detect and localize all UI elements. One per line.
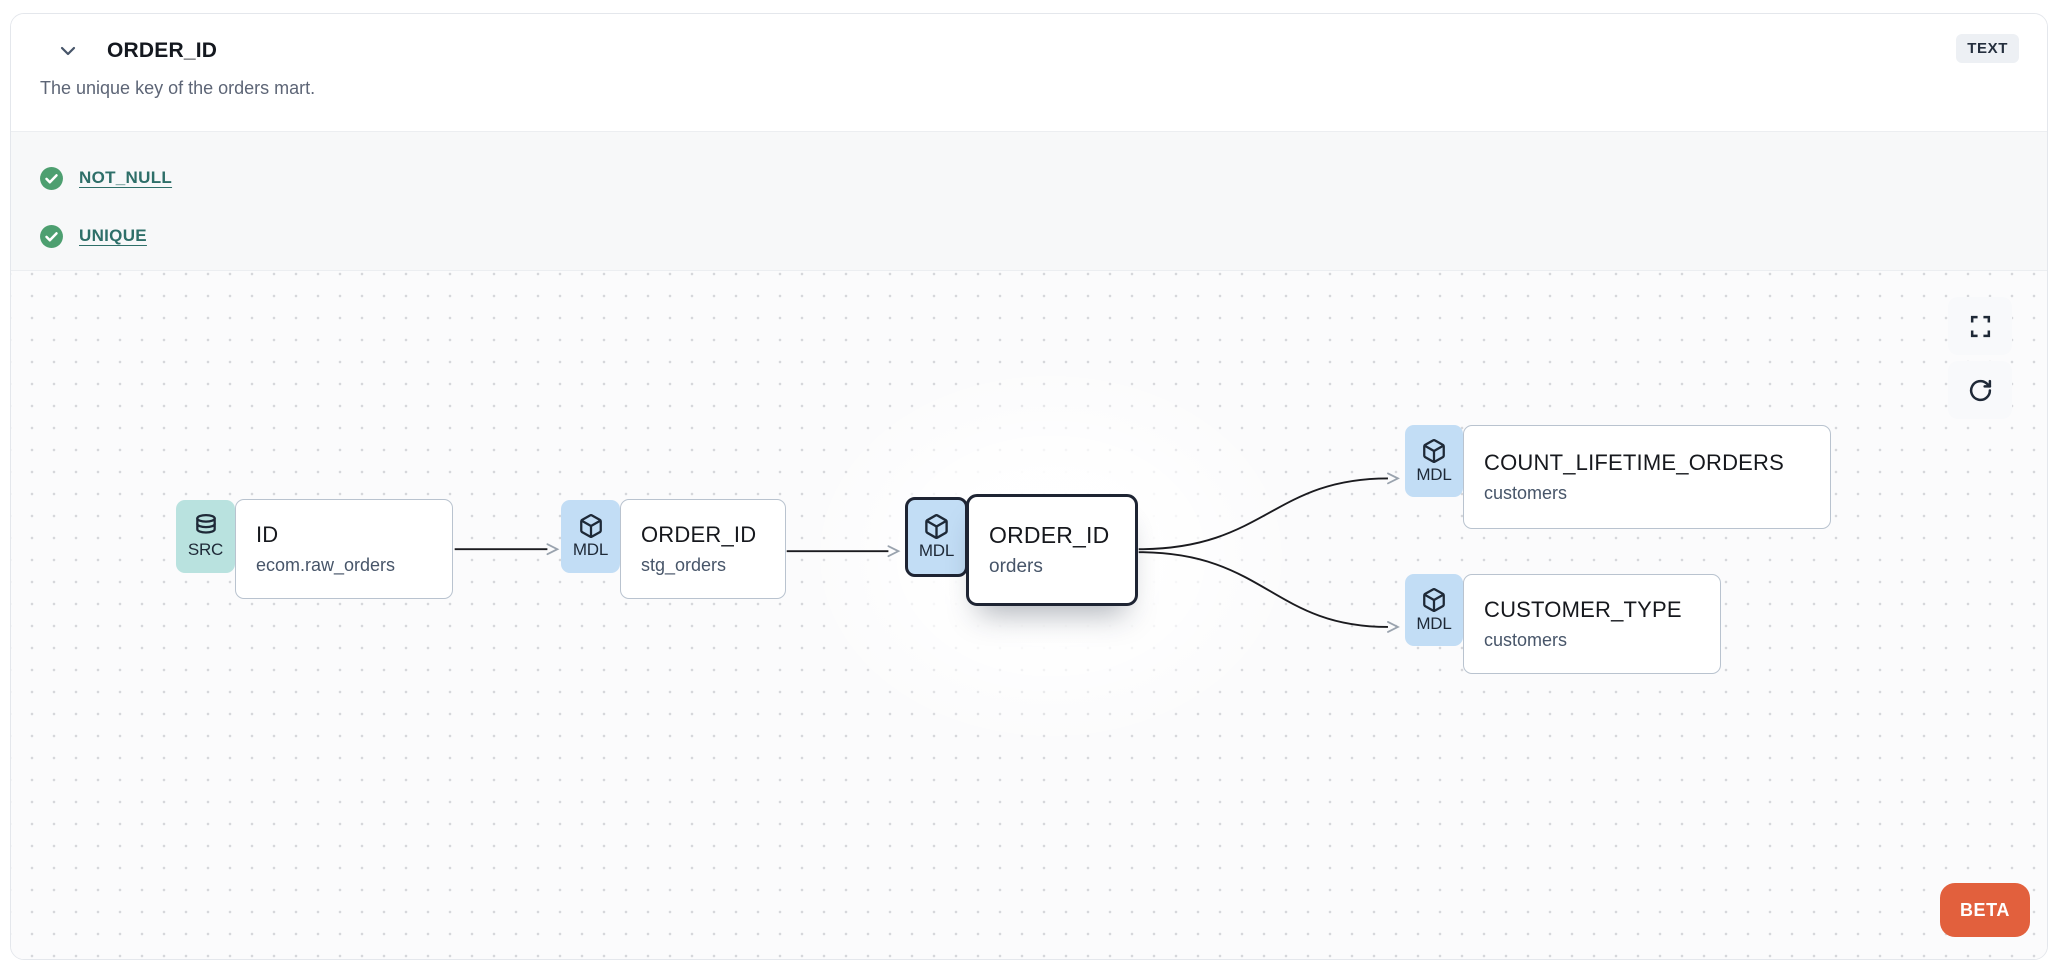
node-subtitle: ecom.raw_orders <box>256 555 396 575</box>
test-link-not-null[interactable]: NOT_NULL <box>79 168 173 187</box>
beta-badge: BETA <box>1940 883 2030 937</box>
node-badge-label: MDL <box>918 541 955 560</box>
header: ORDER_ID TEXT The unique key of the orde… <box>11 14 2047 131</box>
arrowhead-icon <box>546 543 560 556</box>
chevron-down-icon <box>60 46 76 56</box>
arrowhead-icon <box>1387 621 1400 633</box>
node-title: CUSTOMER_TYPE <box>1484 597 1682 622</box>
node-title: ORDER_ID <box>989 522 1110 548</box>
node-subtitle: customers <box>1484 630 1568 650</box>
fullscreen-icon <box>1970 315 1990 337</box>
tests-section: NOT_NULL UNIQUE <box>11 131 2047 271</box>
lineage-node-count-lifetime-orders[interactable]: MDL COUNT_LIFETIME_ORDERS customers <box>1405 425 1831 529</box>
cube-icon <box>925 514 948 539</box>
database-icon <box>195 514 216 534</box>
node-badge-label: SRC <box>187 540 224 559</box>
check-circle-icon <box>40 166 63 190</box>
test-link-unique[interactable]: UNIQUE <box>79 226 147 245</box>
arrowhead-icon <box>887 545 901 558</box>
cube-icon <box>579 514 602 538</box>
edge-orders-to-customer-type <box>1138 551 1388 628</box>
lineage-node-customer-type[interactable]: MDL CUSTOMER_TYPE customers <box>1405 574 1721 674</box>
node-subtitle: orders <box>989 556 1043 577</box>
lineage-node-source-id[interactable]: SRC ID ecom.raw_orders <box>176 499 453 599</box>
fullscreen-button[interactable] <box>1948 297 2012 355</box>
column-type-badge: TEXT <box>1956 34 2019 63</box>
node-badge-label: MDL <box>1416 464 1452 484</box>
test-row: NOT_NULL <box>39 154 2047 202</box>
lineage-edges <box>454 472 1400 633</box>
node-subtitle: stg_orders <box>641 555 727 575</box>
refresh-button[interactable] <box>1948 361 2012 419</box>
lineage-node-stg-orders[interactable]: MDL ORDER_ID stg_orders <box>561 499 786 599</box>
edge-orders-to-count <box>1138 477 1388 551</box>
column-details-card: ORDER_ID TEXT The unique key of the orde… <box>10 13 2048 960</box>
lineage-canvas[interactable]: SRC ID ecom.raw_orders MDL ORDER_ID stg_… <box>11 271 2047 959</box>
node-title: COUNT_LIFETIME_ORDERS <box>1484 450 1785 475</box>
column-description: The unique key of the orders mart. <box>40 78 316 98</box>
node-title: ID <box>256 522 279 547</box>
test-row: UNIQUE <box>39 212 2047 260</box>
node-title: ORDER_ID <box>641 522 757 547</box>
node-subtitle: customers <box>1484 483 1568 503</box>
node-badge-label: MDL <box>572 540 609 559</box>
check-circle-icon <box>40 224 63 248</box>
cube-icon <box>1423 587 1445 612</box>
page-title: ORDER_ID <box>107 39 218 62</box>
cube-icon <box>1423 438 1445 463</box>
collapse-button[interactable] <box>55 38 81 64</box>
refresh-icon <box>1969 379 1991 401</box>
lineage-node-orders-selected[interactable]: MDL ORDER_ID orders <box>905 494 1138 606</box>
arrowhead-icon <box>1387 472 1400 485</box>
node-badge-label: MDL <box>1416 613 1452 633</box>
